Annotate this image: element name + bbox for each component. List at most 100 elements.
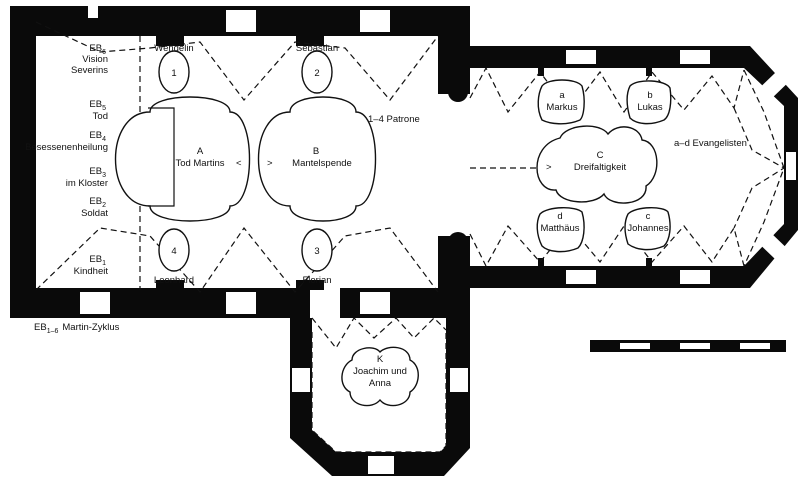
panel-a-frame: [148, 107, 175, 207]
pier-north-2: [296, 36, 324, 46]
panel-a-quatrefoil: [114, 96, 251, 222]
eb5-line1: Tod: [93, 111, 108, 122]
patron-name-2: Sebastian: [296, 43, 338, 54]
choir-wall-south: [466, 266, 750, 288]
pier-choir-s1: [538, 258, 544, 266]
eb6-code: EB6: [89, 43, 106, 56]
evangelist-a-name: Markus: [546, 102, 577, 113]
windows: [80, 10, 796, 474]
panel-b-title: Mantelspende: [292, 158, 352, 169]
evangelist-a-shape: [537, 79, 585, 125]
pier-choir-n2: [646, 68, 652, 76]
panel-k-line1: Joachim und: [353, 366, 407, 377]
eb1-code: EB1: [89, 254, 106, 267]
panel-b-quatrefoil: [257, 96, 377, 222]
pier-south-2: [296, 280, 324, 290]
eb2-line1: Soldat: [81, 208, 108, 219]
rib-choir-north: [469, 66, 745, 114]
patron-oval-3: [301, 228, 333, 272]
window: [566, 270, 596, 284]
panel-c-title: Dreifaltigkeit: [574, 162, 627, 173]
chapel-labels: K Joachim und Anna: [353, 354, 407, 389]
patron-name-4: Leonhard: [154, 275, 194, 286]
window: [292, 368, 310, 392]
patron-num-3: 3: [314, 246, 319, 257]
patron-num-4: 4: [171, 246, 176, 257]
evangelist-b-letter: b: [647, 90, 652, 101]
evangelist-b-shape: [626, 80, 672, 125]
pier-choir-s2: [646, 258, 652, 266]
nave-wall-east-upper: [438, 6, 470, 94]
patrons-legend: 1–4 Patrone: [368, 114, 420, 125]
pier-choir-n1: [538, 68, 544, 76]
panel-a-letter: A: [197, 146, 204, 157]
patron-oval-4: [158, 228, 190, 272]
panel-k-cloud: [341, 346, 419, 407]
rib-chapel: [311, 317, 447, 350]
walls: [10, 0, 798, 476]
vault-ribs: [35, 21, 786, 453]
eb6-line2: Severins: [71, 65, 108, 76]
window: [360, 10, 390, 32]
evangelist-d-name: Matthäus: [540, 223, 579, 234]
pier-south-1: [156, 280, 184, 290]
rib-apse-inner: [733, 107, 786, 229]
window: [786, 152, 796, 180]
evangelist-c-letter: c: [646, 211, 651, 222]
panel-c-cloud: [536, 125, 658, 204]
rib-chapel-sides: [311, 330, 447, 453]
nave-wall-south-left: [10, 288, 310, 318]
window: [226, 292, 256, 314]
window: [368, 456, 394, 474]
panel-b-letter: B: [313, 146, 319, 157]
panel-c-letter: C: [597, 150, 604, 161]
eb-labels: EB6 Vision Severins EB5 Tod EB4 Besessen…: [25, 43, 120, 335]
choir-labels: C Dreifaltigkeit > a Markus b Lukas d Ma…: [540, 90, 746, 234]
panel-c-arrow: >: [546, 162, 552, 173]
nave-panels: [114, 50, 377, 272]
panel-a-title: Tod Martins: [175, 158, 224, 169]
patron-oval-1: [158, 50, 190, 94]
choir-apse-wall: [736, 46, 798, 288]
patron-labels: Wendelin 1 Sebastian 2 3 Florian 4 Leonh…: [154, 43, 420, 286]
choir-panels: [536, 79, 672, 253]
evangelists-legend: a–d Evangelisten: [674, 138, 747, 149]
window: [680, 50, 710, 64]
panel-a-arrow: <: [236, 158, 242, 169]
eb2-code: EB2: [89, 196, 106, 209]
panel-k-letter: K: [377, 354, 384, 365]
window: [680, 270, 710, 284]
evangelist-d-letter: d: [557, 211, 562, 222]
eb3-line1: im Kloster: [66, 178, 108, 189]
nave-wall-west: [10, 6, 36, 318]
rib-nave-north: [35, 21, 439, 101]
scale-bar-segment: [740, 343, 770, 349]
evangelist-b-name: Lukas: [637, 102, 663, 113]
eb4-line1: Besessenenheilung: [25, 142, 108, 153]
rib-nave-south: [35, 226, 439, 293]
evangelist-a-letter: a: [559, 90, 565, 101]
window: [566, 50, 596, 64]
window: [450, 368, 468, 392]
patron-num-1: 1: [171, 68, 176, 79]
window: [757, 230, 787, 260]
chapel-wall: [290, 318, 470, 476]
panel-k-line2: Anna: [369, 378, 392, 389]
scale-bar-segment: [620, 343, 650, 349]
window: [757, 72, 787, 102]
pier-arch-south: [448, 232, 468, 252]
evangelist-c-name: Johannes: [627, 223, 668, 234]
pier-arch-north: [448, 82, 468, 102]
scale-bar: [590, 340, 786, 352]
pier-north-1: [156, 36, 184, 46]
eb4-code: EB4: [89, 130, 106, 143]
scale-bar-segment: [680, 343, 710, 349]
window: [80, 292, 110, 314]
nave-panel-labels: A Tod Martins < B Mantelspende >: [175, 146, 351, 169]
evangelist-c-shape: [624, 207, 671, 251]
patron-num-2: 2: [314, 68, 319, 79]
rib-choir-south: [469, 224, 745, 268]
evangelist-d-shape: [536, 207, 585, 253]
